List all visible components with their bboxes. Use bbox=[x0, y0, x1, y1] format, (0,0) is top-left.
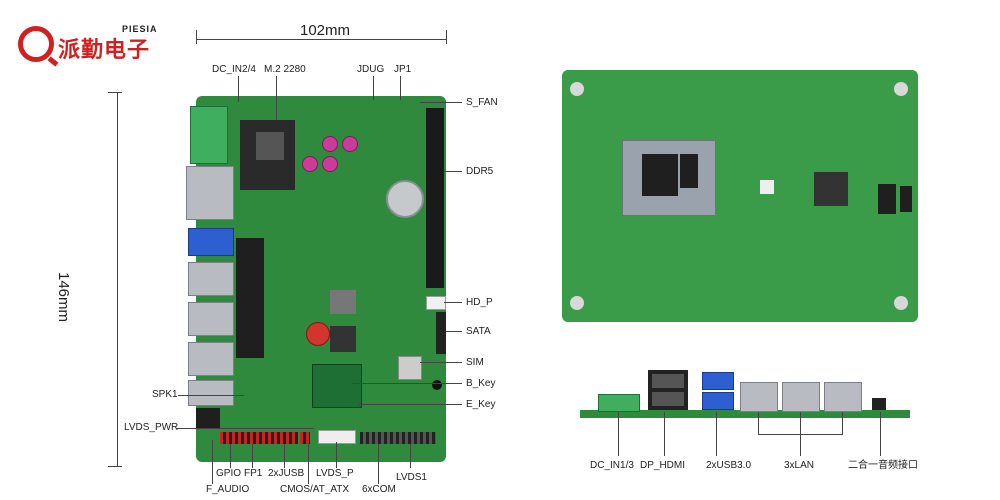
label-2xjusb: 2xJUSB bbox=[268, 468, 305, 479]
label-lvds-p: LVDS_P bbox=[316, 468, 354, 479]
label-gpio: GPIO bbox=[216, 468, 242, 479]
label-lvds1: LVDS1 bbox=[396, 472, 427, 483]
label-f-audio: F_AUDIO bbox=[206, 484, 250, 495]
label-audio-combo: 二合一音频接口 bbox=[848, 460, 918, 471]
label-ddr5: DDR5 bbox=[466, 166, 494, 177]
label-dc-in24: DC_IN2/4 bbox=[212, 64, 256, 75]
brand-name-cn: 派勤电子 bbox=[58, 37, 151, 62]
io-pcb-edge bbox=[580, 410, 910, 418]
brand-name-en: PIESIA bbox=[122, 24, 158, 34]
label-hd-p: HD_P bbox=[466, 297, 493, 308]
label-sata: SATA bbox=[466, 326, 491, 337]
label-6xcom: 6xCOM bbox=[362, 484, 396, 495]
label-dp-hdmi: DP_HDMI bbox=[640, 460, 686, 471]
label-spk1: SPK1 bbox=[152, 389, 178, 400]
label-b-key: B_Key bbox=[466, 378, 496, 389]
height-label: 146mm bbox=[55, 272, 72, 323]
width-label: 102mm bbox=[300, 22, 351, 39]
label-cmos-at-atx: CMOS/AT_ATX bbox=[280, 484, 350, 495]
label-s-fan: S_FAN bbox=[466, 97, 498, 108]
label-jdug: JDUG bbox=[357, 64, 385, 75]
label-3xlan: 3xLAN bbox=[784, 460, 815, 471]
logo-q-icon bbox=[18, 26, 54, 62]
label-fp1: FP1 bbox=[244, 468, 263, 479]
label-lvds-pwr: LVDS_PWR bbox=[124, 422, 179, 433]
label-m2-2280: M.2 2280 bbox=[264, 64, 306, 75]
label-jp1: JP1 bbox=[394, 64, 412, 75]
label-dc-in13: DC_IN1/3 bbox=[590, 460, 634, 471]
pcb-bottom bbox=[562, 70, 918, 322]
label-e-key: E_Key bbox=[466, 399, 496, 410]
label-sim: SIM bbox=[466, 357, 484, 368]
label-2xusb3: 2xUSB3.0 bbox=[706, 460, 752, 471]
